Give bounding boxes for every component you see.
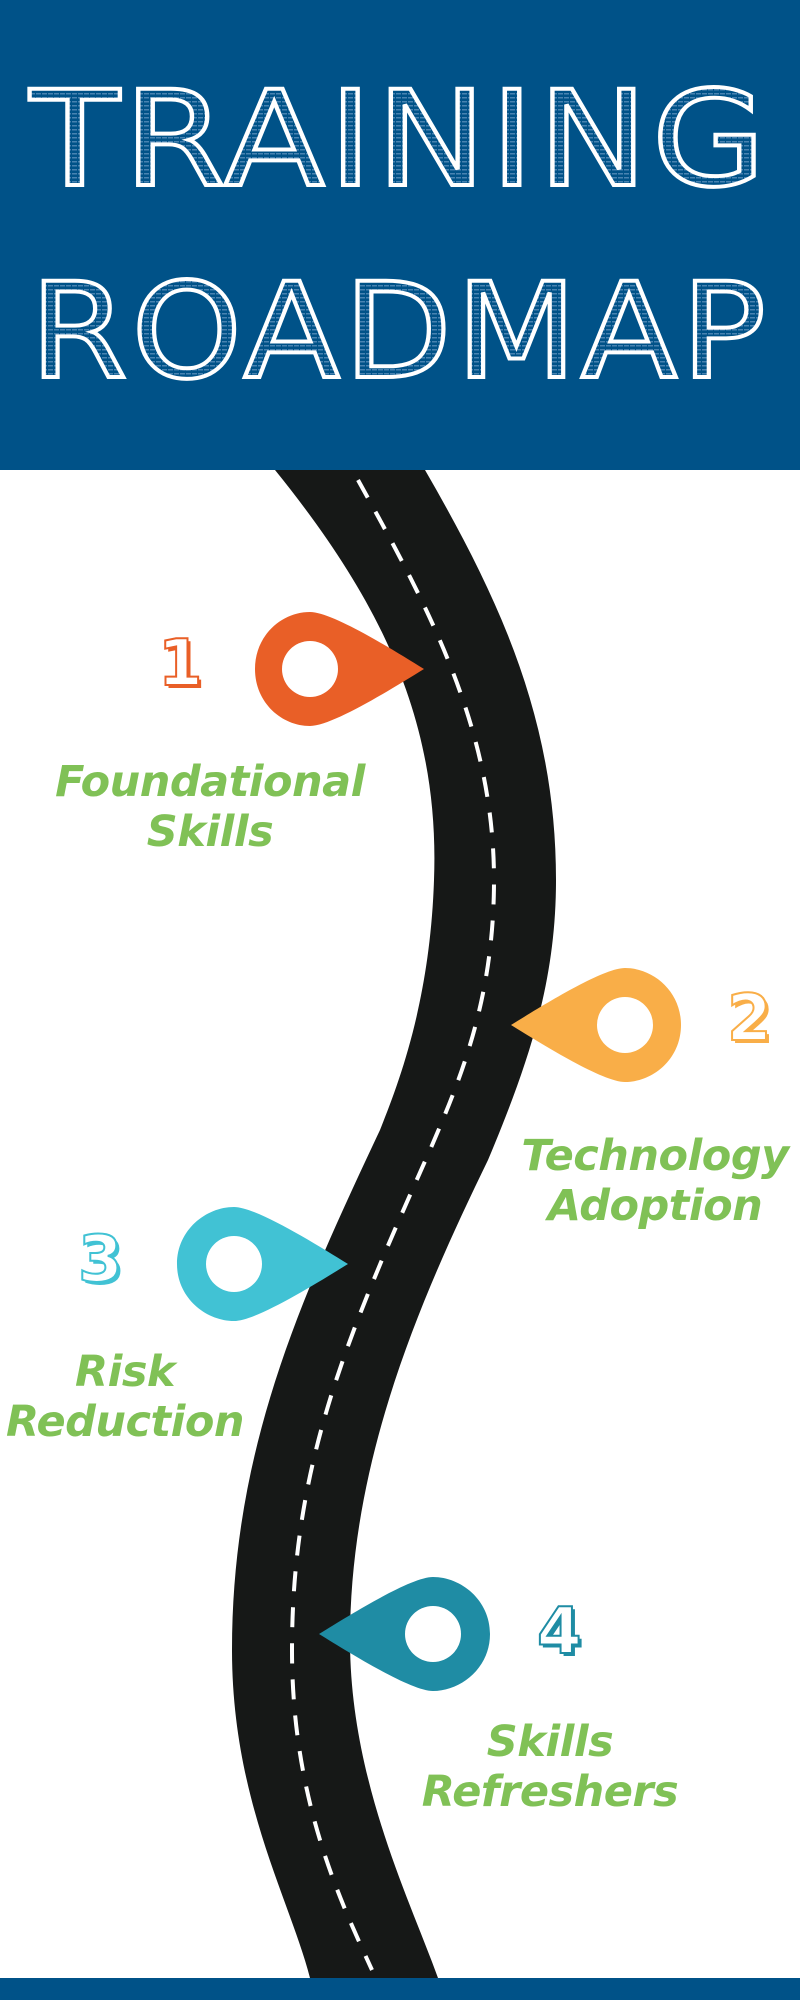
label-line: Technology	[521, 1131, 789, 1181]
milestone-pin-1	[255, 612, 424, 726]
label-line: Skills	[486, 1717, 614, 1767]
milestone-pin-3	[177, 1207, 348, 1321]
footer-band	[0, 1978, 800, 2000]
label-line: Foundational	[55, 757, 365, 807]
milestone-pin-2	[511, 968, 681, 1082]
road	[232, 470, 556, 1978]
title-line-1: TRAINING	[29, 63, 770, 217]
lane-marking	[289, 479, 497, 1971]
milestone-number-2: 2	[726, 982, 773, 1056]
pin-hole	[405, 1606, 461, 1662]
pin-hole	[597, 997, 653, 1053]
milestone-number-3: 3	[77, 1223, 124, 1297]
label-line: Risk	[74, 1347, 176, 1397]
map-pin-icon	[255, 612, 424, 726]
label-line: Adoption	[547, 1181, 763, 1231]
map-pin-icon	[511, 968, 681, 1082]
milestone-number-4: 4	[536, 1595, 583, 1669]
milestone-label-3: Risk Reduction	[0, 1347, 250, 1447]
pin-hole	[206, 1236, 262, 1292]
title-line-2: ROADMAP	[30, 255, 770, 409]
milestone-label-4: Skills Refreshers	[410, 1717, 690, 1817]
header-banner: TRAINING ROADMAP	[0, 0, 800, 470]
milestone-pin-4	[319, 1577, 490, 1691]
map-pin-icon	[319, 1577, 490, 1691]
label-line: Refreshers	[421, 1767, 679, 1817]
label-line: Skills	[146, 807, 274, 857]
title-graphic: TRAINING ROADMAP	[27, 61, 770, 411]
label-line: Reduction	[6, 1397, 244, 1447]
milestone-label-1: Foundational Skills	[30, 757, 390, 857]
milestone-number-1: 1	[157, 627, 204, 701]
milestone-label-2: Technology Adoption	[505, 1131, 800, 1231]
pin-hole	[282, 641, 338, 697]
map-pin-icon	[177, 1207, 348, 1321]
